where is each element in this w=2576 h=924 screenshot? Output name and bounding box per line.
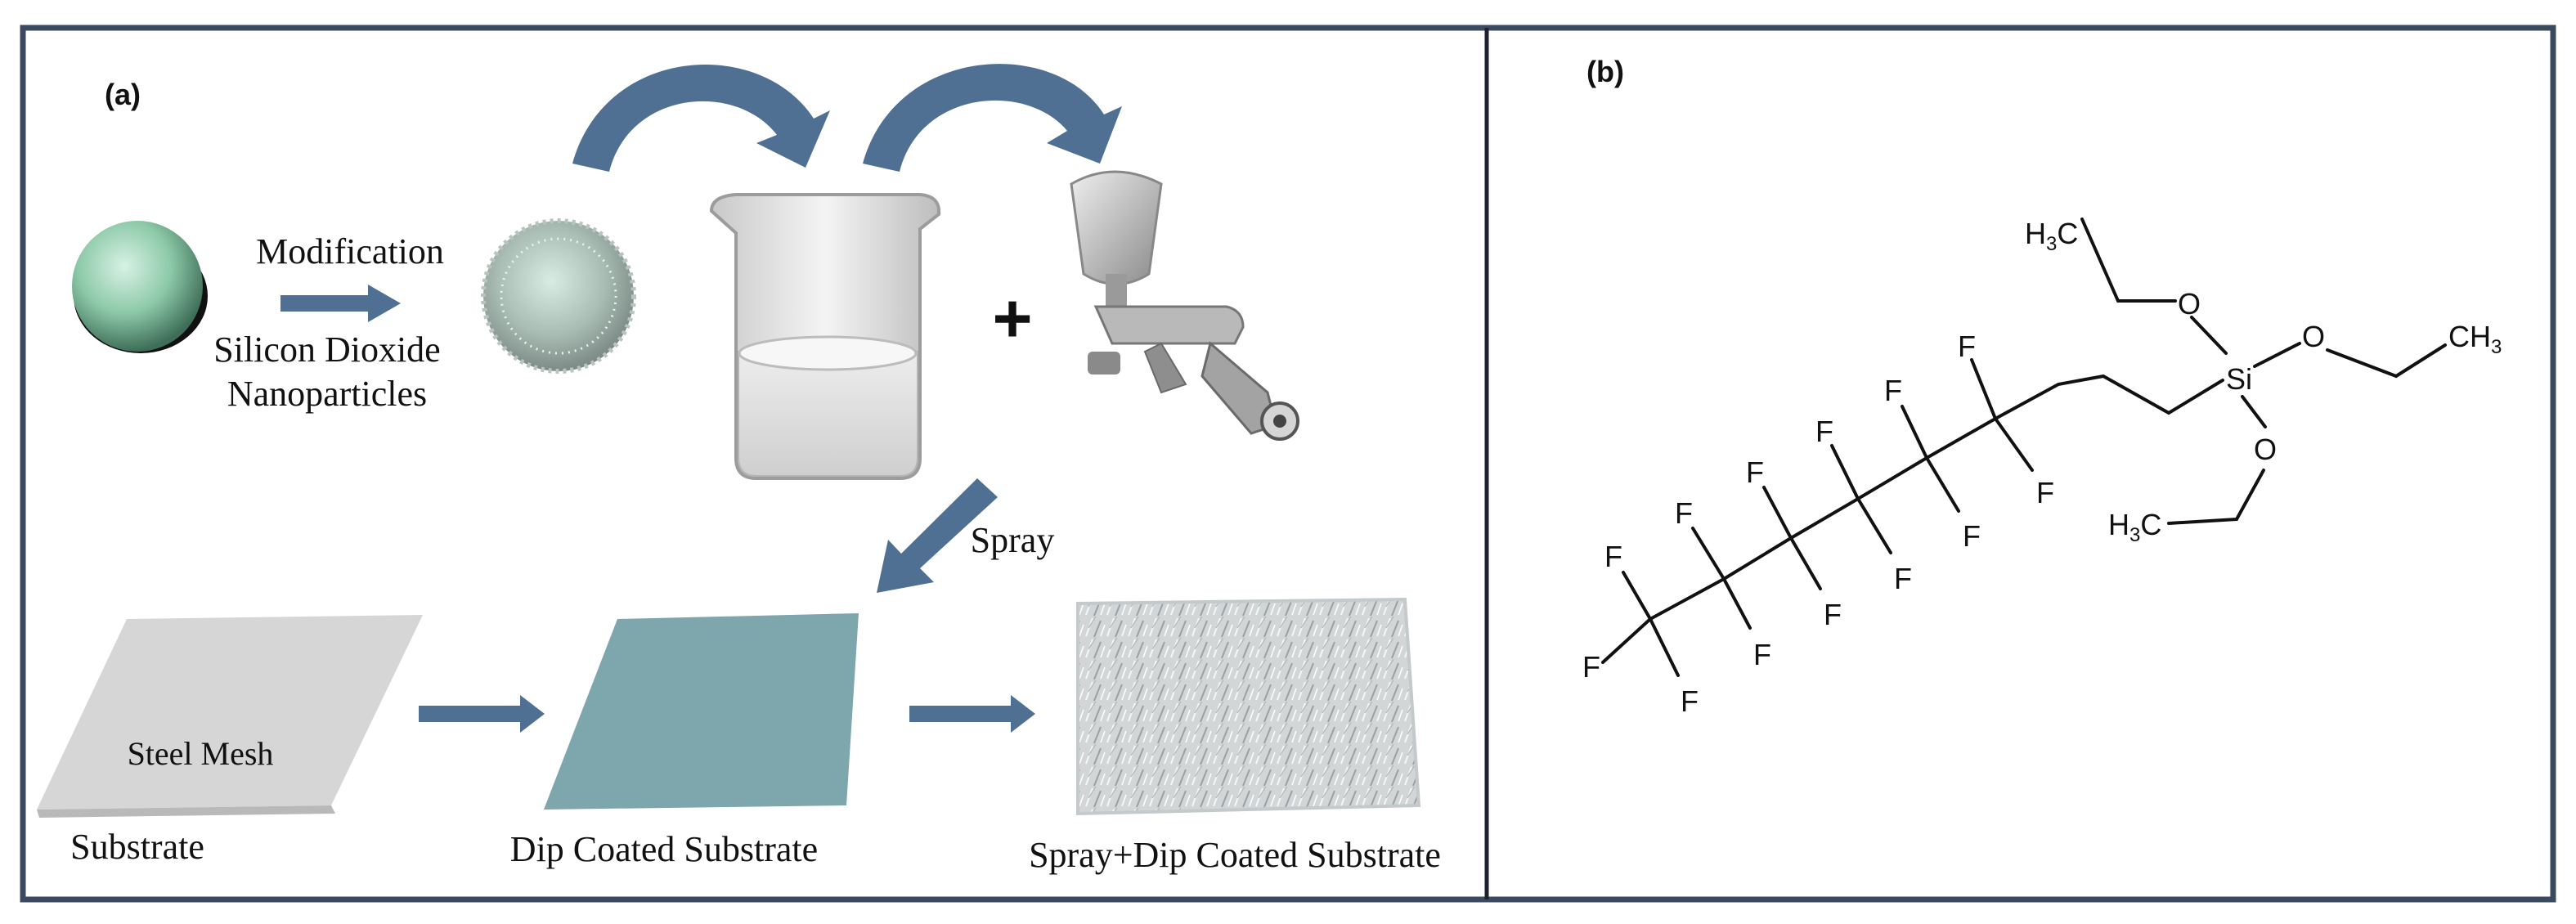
atom-fluorine: F xyxy=(1681,684,1699,718)
molecule-bonds xyxy=(1601,218,2447,677)
modified-nanoparticle-icon xyxy=(481,218,636,374)
nanoparticles-label-line2: Nanoparticles xyxy=(227,374,427,414)
modified-nanoparticle-texture xyxy=(500,237,617,355)
plus-symbol: + xyxy=(992,280,1032,357)
spray-gun-icon xyxy=(1070,170,1299,441)
methyl-group-top: H3C xyxy=(2025,217,2078,255)
atom-fluorine: F xyxy=(1824,598,1842,631)
atom-fluorine: F xyxy=(1884,374,1902,407)
arrow-to-spray-dip-shaft xyxy=(909,706,1014,722)
curved-arrow-to-beaker xyxy=(572,65,830,172)
nanoparticles-label-line1: Silicon Dioxide xyxy=(213,330,440,370)
methyl-group-right: CH3 xyxy=(2448,320,2502,358)
arrow-to-dip-coated-shaft xyxy=(419,706,523,722)
silicon-dioxide-sphere-icon xyxy=(72,221,203,352)
modification-arrow-shaft xyxy=(280,295,370,312)
modification-label: Modification xyxy=(256,231,444,271)
atom-oxygen: O xyxy=(2254,433,2277,466)
modification-arrow-head xyxy=(368,285,401,322)
curved-arrow-to-spray-gun xyxy=(863,64,1122,173)
spray-dip-coated-substrate xyxy=(1076,597,1421,816)
atom-fluorine: F xyxy=(1675,496,1693,530)
spray-arrow xyxy=(877,478,998,593)
atom-fluorine: F xyxy=(1746,455,1764,489)
molecule-atoms: F F F F F F F F F F F F F Si O O O H3C C… xyxy=(1582,217,2502,718)
atom-fluorine: F xyxy=(1815,415,1833,448)
atom-fluorine: F xyxy=(1963,519,1981,553)
dip-coated-label: Dip Coated Substrate xyxy=(510,829,818,869)
panel-a: (a) Modification Silicon Dioxide Nanopar… xyxy=(37,64,1441,875)
atom-fluorine: F xyxy=(2036,476,2054,509)
atom-silicon: Si xyxy=(2226,362,2252,396)
arrow-to-spray-dip-head xyxy=(1011,695,1035,733)
atom-fluorine: F xyxy=(1894,562,1912,595)
methyl-group-bottom: H3C xyxy=(2108,508,2161,546)
panel-b-label: (b) xyxy=(1586,55,1624,88)
steel-mesh-substrate xyxy=(37,615,423,810)
atom-oxygen: O xyxy=(2178,287,2201,321)
dip-coated-substrate xyxy=(544,613,859,810)
atom-fluorine: F xyxy=(1753,638,1771,671)
spray-dip-coated-label: Spray+Dip Coated Substrate xyxy=(1029,835,1441,875)
spray-label: Spray xyxy=(971,520,1055,560)
panel-b: (b) F F xyxy=(1582,55,2502,718)
beaker-icon xyxy=(709,193,941,480)
panel-a-label: (a) xyxy=(105,78,141,111)
atom-oxygen: O xyxy=(2302,320,2325,353)
atom-fluorine: F xyxy=(1582,650,1600,684)
atom-fluorine: F xyxy=(1604,540,1622,573)
substrate-label: Substrate xyxy=(70,827,204,867)
steel-mesh-label: Steel Mesh xyxy=(128,735,274,772)
steel-mesh-edge xyxy=(37,805,335,818)
atom-fluorine: F xyxy=(1958,330,1976,363)
arrow-to-dip-coated-head xyxy=(520,695,545,733)
